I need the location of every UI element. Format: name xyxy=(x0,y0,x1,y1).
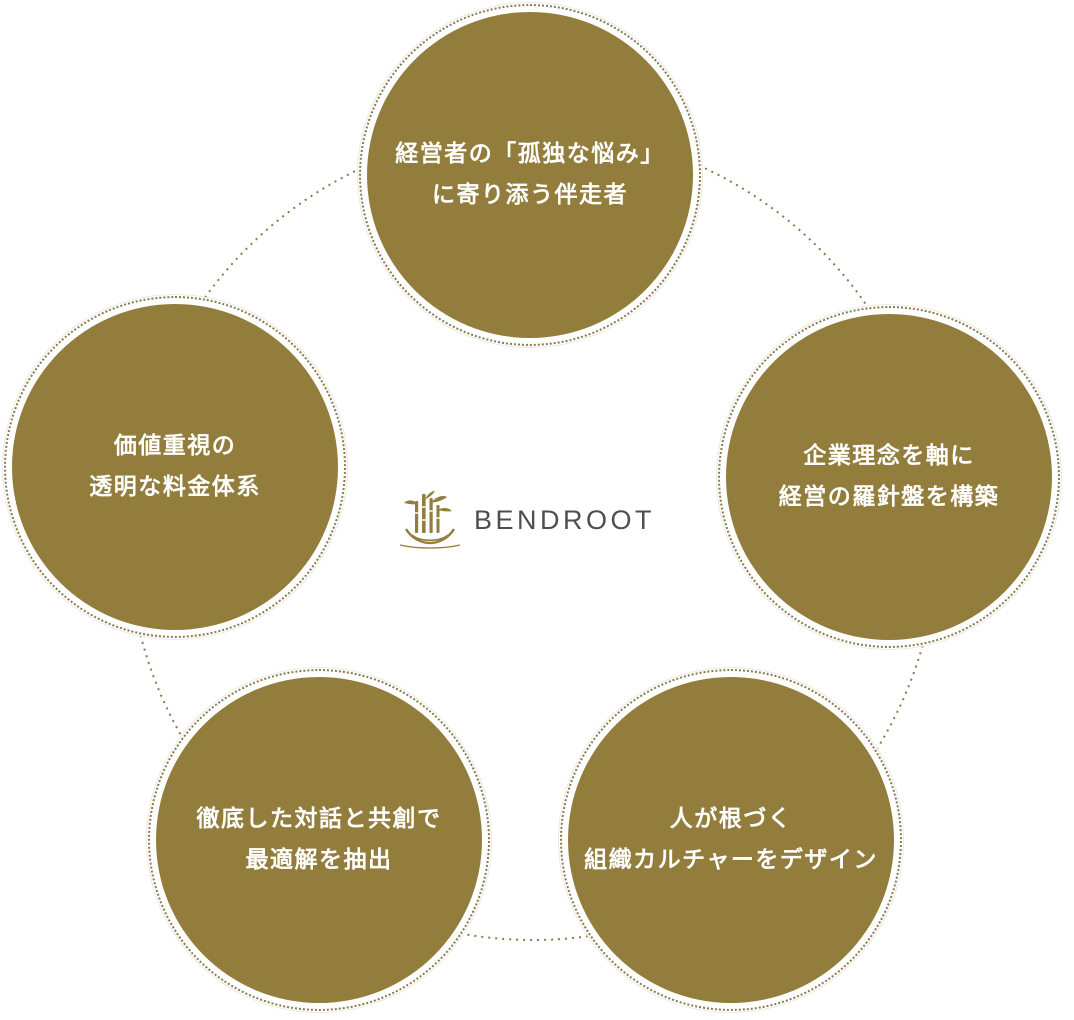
brand-name: BENDROOT xyxy=(474,504,656,535)
value-label-line1: 企業理念を軸に xyxy=(803,443,975,469)
value-label-line1: 徹底した対話と共創で xyxy=(196,806,442,832)
value-label: 価値重視の 透明な料金体系 xyxy=(89,426,261,508)
value-label-line2: 経営の羅針盤を構築 xyxy=(778,484,1000,510)
value-circle-philosophy: 企業理念を軸に 経営の羅針盤を構築 xyxy=(717,305,1061,649)
value-label-line2: 最適解を抽出 xyxy=(245,847,393,873)
value-label-line2: 組織カルチャーをデザイン xyxy=(584,847,878,873)
value-label-line1: 人が根づく xyxy=(669,806,793,832)
value-circle-culture: 人が根づく 組織カルチャーをデザイン xyxy=(559,668,903,1012)
value-circle-solitude: 経営者の「孤独な悩み」 に寄り添う伴走者 xyxy=(358,3,702,347)
value-label: 徹底した対話と共創で 最適解を抽出 xyxy=(197,799,442,881)
value-label: 企業理念を軸に 経営の羅針盤を構築 xyxy=(779,436,1000,518)
value-label-line1: 価値重視の xyxy=(113,433,237,459)
value-label: 経営者の「孤独な悩み」 に寄り添う伴走者 xyxy=(395,134,665,216)
brand-logo: BENDROOT xyxy=(398,489,655,551)
value-circle-dialogue: 徹底した対話と共創で 最適解を抽出 xyxy=(147,668,491,1012)
value-label: 人が根づく 組織カルチャーをデザイン xyxy=(584,799,878,881)
value-label-line2: に寄り添う伴走者 xyxy=(432,182,628,208)
value-circle-pricing: 価値重視の 透明な料金体系 xyxy=(3,295,347,639)
value-label-line2: 透明な料金体系 xyxy=(89,474,261,500)
bamboo-logo-icon xyxy=(399,491,461,549)
value-label-line1: 経営者の「孤独な悩み」 xyxy=(395,141,665,167)
